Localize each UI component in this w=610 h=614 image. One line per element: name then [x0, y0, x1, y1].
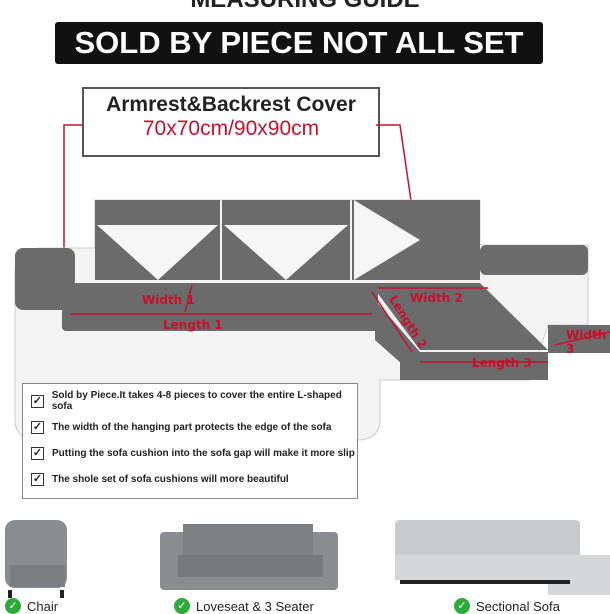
product-images	[5, 520, 610, 598]
product-loveseat: ✓ Loveseat & 3 Seater	[174, 598, 314, 614]
feature-checklist: ✓ Sold by Piece.It takes 4-8 pieces to co…	[22, 383, 358, 499]
chair-image	[5, 520, 67, 598]
product-chair: ✓ Chair	[5, 598, 58, 614]
leader-left	[63, 124, 82, 250]
checklist-item: ✓ Putting the sofa cushion into the sofa …	[31, 440, 357, 466]
check-icon: ✓	[5, 598, 21, 614]
banner: SOLD BY PIECE NOT ALL SET	[55, 22, 543, 64]
product-label: Loveseat & 3 Seater	[196, 598, 314, 614]
loveseat-image	[160, 524, 338, 590]
checkbox-icon: ✓	[31, 446, 44, 460]
checklist-item: ✓ The width of the hanging part protects …	[31, 414, 357, 440]
checklist-text: Sold by Piece.It takes 4-8 pieces to cov…	[51, 390, 342, 412]
checkbox-icon: ✓	[31, 394, 44, 408]
sectional-sofa-image	[395, 520, 610, 595]
product-sectional: ✓ Sectional Sofa	[454, 598, 560, 614]
cover-title: Armrest&Backrest Cover	[106, 93, 356, 116]
seat-cushion-1	[62, 283, 378, 331]
checklist-text: Putting the sofa cushion into the sofa g…	[52, 447, 355, 459]
length-3-label: Length 3	[472, 356, 532, 370]
width-2-label: Width 2	[410, 291, 463, 305]
check-icon: ✓	[454, 598, 470, 614]
length-1-label: Length 1	[163, 318, 223, 332]
product-label: Chair	[27, 598, 59, 614]
left-armrest-cover	[15, 248, 75, 310]
cover-sizes: 70x70cm/90x90cm	[142, 117, 320, 140]
check-icon: ✓	[174, 598, 190, 614]
checklist-item: ✓ Sold by Piece.It takes 4-8 pieces to co…	[31, 388, 357, 414]
right-armrest-cover	[480, 245, 588, 275]
width-3-label: Width 3	[566, 328, 607, 356]
checklist-text: The width of the hanging part protects t…	[52, 421, 332, 433]
guide-title: MEASURING GUIDE	[0, 0, 610, 14]
checkbox-icon: ✓	[31, 420, 44, 434]
checkbox-icon: ✓	[31, 472, 44, 486]
leader-right	[376, 124, 416, 229]
seat-cushion-2	[370, 283, 548, 350]
checklist-text: The shole set of sofa cushions will more…	[52, 473, 289, 485]
width-1-label: Width 1	[142, 293, 195, 307]
cover-size-box: Armrest&Backrest Cover 70x70cm/90x90cm	[82, 87, 380, 157]
checklist-item: ✓ The shole set of sofa cushions will mor…	[31, 466, 357, 492]
product-label: Sectional Sofa	[476, 598, 560, 614]
